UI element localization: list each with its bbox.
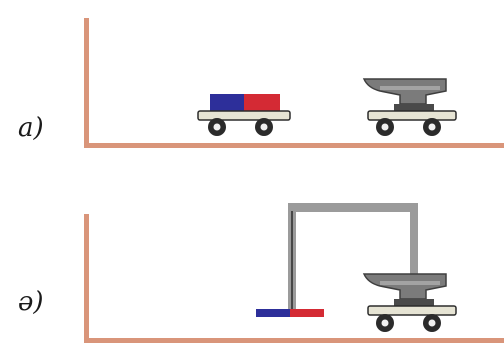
panel-b: ə) — [18, 203, 504, 343]
cart-wheel-right — [255, 118, 273, 136]
cart-wheel-left — [376, 314, 394, 332]
support-frame — [288, 203, 418, 311]
panel-a-label: a) — [18, 113, 44, 143]
anvil-cart — [364, 274, 456, 332]
magnet-red-pole — [290, 309, 324, 317]
anvil-cart — [364, 79, 456, 136]
anvil — [364, 274, 446, 307]
cart-body — [368, 306, 456, 315]
magnet-cart — [198, 94, 290, 136]
anvil — [364, 79, 446, 112]
cart-wheel-right — [423, 314, 441, 332]
suspended-magnet — [256, 309, 324, 317]
cart-wheel-left — [208, 118, 226, 136]
magnet-blue-pole — [256, 309, 290, 317]
panel-b-label: ə) — [18, 287, 44, 317]
panel-a: a) — [18, 18, 504, 148]
cart-body — [198, 111, 290, 120]
cart-body — [368, 111, 456, 120]
magnet-blue-pole — [210, 94, 244, 111]
magnet-red-pole — [244, 94, 280, 111]
cart-wheel-right — [423, 118, 441, 136]
cart-wheel-left — [376, 118, 394, 136]
